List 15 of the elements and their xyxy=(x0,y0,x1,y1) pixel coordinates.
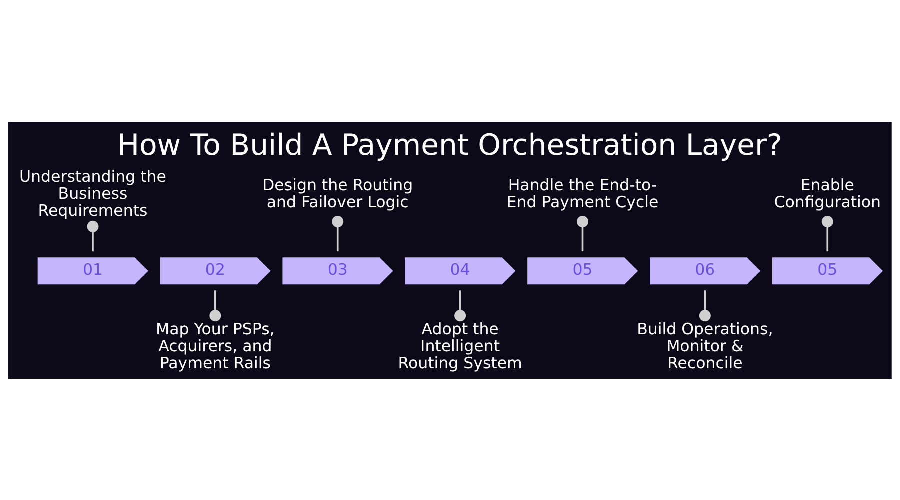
connector xyxy=(210,290,222,322)
node-text: Map Your PSPs, Acquirers, and Payment Rails xyxy=(156,319,275,372)
node-text: Build Operations, Monitor & Reconcile xyxy=(637,319,774,372)
connector xyxy=(576,216,588,252)
connector xyxy=(822,216,834,252)
node-text: Understanding the Business Requirements xyxy=(20,166,166,220)
diagram-title: How To Build A Payment Orchestration Layer? xyxy=(118,127,782,162)
node-text: Handle the End-to-End Payment Cycle xyxy=(506,174,659,211)
connector xyxy=(454,290,466,322)
connector xyxy=(699,290,711,322)
connector xyxy=(87,220,99,252)
connector xyxy=(332,216,344,252)
node-text: Enable Configuration xyxy=(774,174,882,211)
node-text: Design the Routing and Failover Logic xyxy=(262,174,414,211)
node-text: Adopt the Intelligent Routing System xyxy=(398,319,522,372)
